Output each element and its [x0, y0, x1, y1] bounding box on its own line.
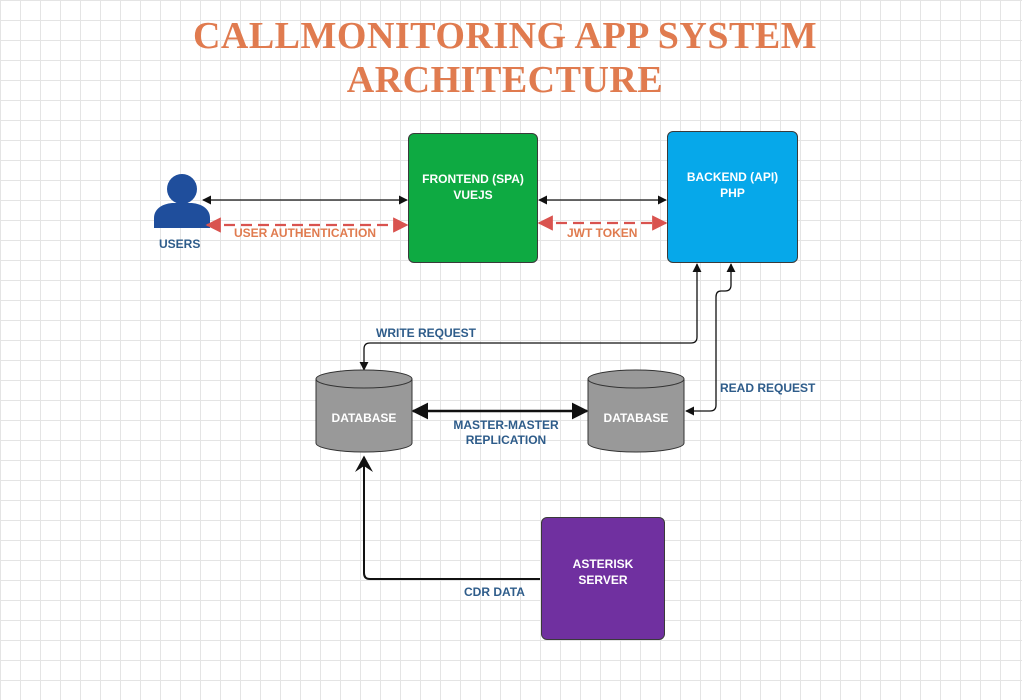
replication-label-line-1: MASTER-MASTER: [453, 418, 559, 432]
frontend-subtitle: VUEJS: [453, 188, 493, 202]
read-request-connector: [685, 263, 736, 416]
replication-label-line-2: REPLICATION: [465, 433, 547, 447]
backend-title: BACKEND (API): [686, 170, 779, 184]
asterisk-server-node: ASTERISK SERVER: [541, 517, 665, 640]
database-primary-label: DATABASE: [331, 411, 397, 425]
backend-node: BACKEND (API) PHP: [667, 131, 798, 263]
title-line-2: ARCHITECTURE: [346, 59, 664, 101]
jwt-token-label: JWT TOKEN: [567, 226, 638, 240]
users-label: USERS: [159, 237, 201, 251]
database-primary: [315, 369, 413, 453]
asterisk-title: ASTERISK: [572, 556, 634, 571]
cdr-data-label: CDR DATA: [464, 585, 525, 599]
frontend-title: FRONTEND (SPA): [422, 172, 524, 186]
write-request-label: WRITE REQUEST: [376, 326, 477, 340]
user-auth-label: USER AUTHENTICATION: [234, 226, 376, 240]
user-icon: [154, 174, 210, 228]
database-secondary: [587, 369, 685, 453]
read-request-label: READ REQUEST: [720, 381, 816, 395]
title-line-1: CALLMONITORING APP SYSTEM: [192, 15, 818, 57]
frontend-node: FRONTEND (SPA) VUEJS: [408, 133, 538, 263]
asterisk-subtitle: SERVER: [578, 572, 628, 587]
replication-label: MASTER-MASTER REPLICATION: [446, 418, 566, 448]
database-secondary-label: DATABASE: [603, 411, 669, 425]
write-request-connector: [359, 263, 702, 371]
cdr-data-connector: [355, 455, 540, 580]
backend-subtitle: PHP: [720, 186, 745, 200]
diagram-title: CALLMONITORING APP SYSTEM ARCHITECTURE: [0, 14, 1010, 102]
